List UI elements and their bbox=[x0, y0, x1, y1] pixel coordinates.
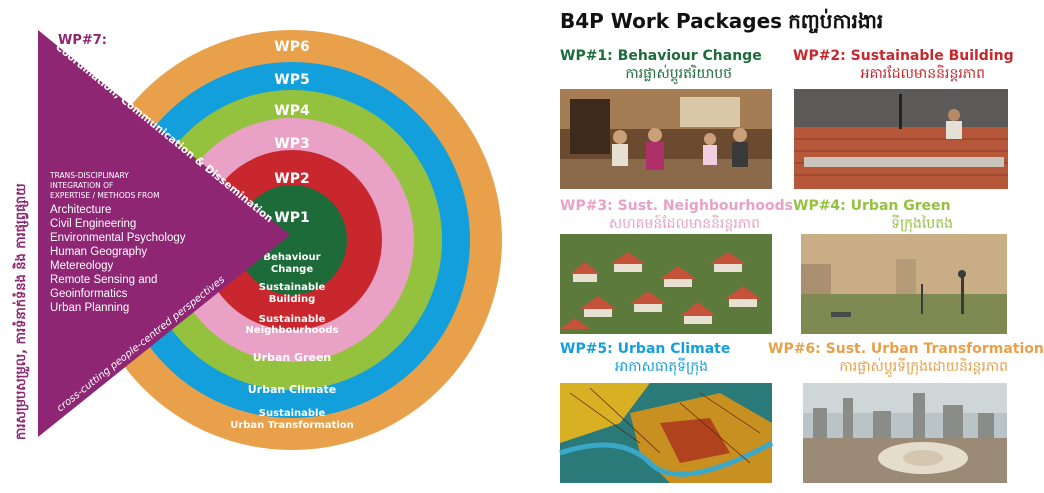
ring-wp1-desc-1: Behaviour bbox=[263, 252, 320, 263]
discipline-item: Metereology bbox=[50, 260, 114, 272]
package-title: WP#1: Behaviour Change bbox=[560, 48, 762, 64]
package-title: WP#5: Urban Climate bbox=[560, 341, 731, 357]
ring-wp3-label: WP3 bbox=[274, 136, 309, 152]
package-title: WP#4: Urban Green bbox=[793, 198, 951, 214]
discipline-item: Human Geography bbox=[50, 246, 147, 258]
wp-diagram: WP6 WP5 WP4 WP3 WP2 WP1 Behaviour Change… bbox=[12, 30, 502, 450]
ring-wp2-desc-2: Building bbox=[269, 294, 315, 305]
wp7-label: WP#7: bbox=[58, 33, 107, 48]
ring-wp1-desc-2: Change bbox=[271, 264, 313, 275]
ring-wp6-desc-1: Sustainable bbox=[259, 408, 326, 419]
page-title-en: B4P Work Packages bbox=[560, 9, 783, 33]
city-skyline-photo bbox=[803, 383, 1007, 483]
ring-wp1 bbox=[237, 185, 347, 295]
package-khmer: អាកាសធាតុទីក្រុង bbox=[614, 359, 708, 375]
package-khmer: សហគមន៍ដែលមាននិរន្តរភាព bbox=[608, 216, 760, 232]
expertise-heading-1: TRANS-DISCIPLINARY bbox=[49, 171, 129, 180]
expertise-heading-3: EXPERTISE / METHODS FROM bbox=[50, 191, 160, 200]
package-title: WP#2: Sustainable Building bbox=[793, 48, 1014, 64]
package-wp2: WP#2: Sustainable Building អគារដែលមាននិរ… bbox=[793, 48, 1015, 85]
brick-construction-photo bbox=[794, 89, 1008, 189]
discipline-item: Remote Sensing and bbox=[50, 274, 157, 286]
discipline-item: Urban Planning bbox=[50, 302, 129, 314]
ring-wp3-desc-2: Neighbourhoods bbox=[246, 325, 339, 336]
package-wp6: WP#6: Sust. Urban Transformation ការផ្លា… bbox=[768, 341, 1044, 378]
wp7-triangle bbox=[38, 30, 290, 437]
package-khmer: អគារដែលមាននិរន្តរភាព bbox=[860, 66, 985, 82]
discipline-item: Environmental Psychology bbox=[50, 232, 186, 244]
package-wp3: WP#3: Sust. Neighbourhoods សហគមន៍ដែលមានន… bbox=[560, 198, 793, 235]
package-wp1: WP#1: Behaviour Change ការផ្លាស់ប្តូរឥរិ… bbox=[560, 48, 780, 85]
expertise-heading-2: INTEGRATION OF bbox=[50, 181, 113, 190]
ring-wp3-desc-1: Sustainable bbox=[259, 314, 326, 325]
page-title-khmer: កញ្ចប់ការងារ bbox=[788, 9, 884, 33]
ring-wp5-desc-1: Urban Climate bbox=[248, 383, 337, 396]
red-roof-houses-photo bbox=[560, 234, 772, 334]
package-title: WP#6: Sust. Urban Transformation bbox=[768, 341, 1044, 357]
package-wp4: WP#4: Urban Green ទីក្រុងបៃតង bbox=[793, 198, 1013, 235]
ring-wp2-desc-1: Sustainable bbox=[259, 282, 326, 293]
discipline-item: Architecture bbox=[50, 204, 111, 216]
discipline-item: Geoinformatics bbox=[50, 288, 128, 300]
ring-wp6-desc-2: Urban Transformation bbox=[230, 420, 354, 431]
package-khmer: ការផ្លាស់ប្តូរឥរិយាបថ bbox=[625, 66, 732, 82]
package-wp5: WP#5: Urban Climate អាកាសធាតុទីក្រុង bbox=[560, 341, 780, 378]
thermal-city-map-photo bbox=[559, 383, 774, 483]
package-khmer: ទីក្រុងបៃតង bbox=[891, 216, 953, 232]
ring-wp1-label: WP1 bbox=[274, 210, 309, 226]
city-park-photo bbox=[801, 234, 1007, 334]
ring-wp4-desc-1: Urban Green bbox=[253, 351, 332, 364]
ring-wp4-label: WP4 bbox=[274, 103, 310, 119]
ring-wp6-label: WP6 bbox=[274, 39, 309, 55]
living-room-family-photo bbox=[560, 89, 772, 189]
discipline-item: Civil Engineering bbox=[50, 218, 136, 230]
wp7-khmer-vertical: ការសម្របសម្រួល, ការទំនាក់ទំនង និង ការផ្ស… bbox=[12, 183, 30, 440]
ring-wp5-label: WP5 bbox=[274, 72, 309, 88]
package-khmer: ការផ្លាស់ប្តូរទីក្រុងដោយនិរន្តរភាព bbox=[839, 359, 1008, 375]
ring-wp2-label: WP2 bbox=[274, 171, 309, 187]
package-title: WP#3: Sust. Neighbourhoods bbox=[560, 198, 793, 214]
